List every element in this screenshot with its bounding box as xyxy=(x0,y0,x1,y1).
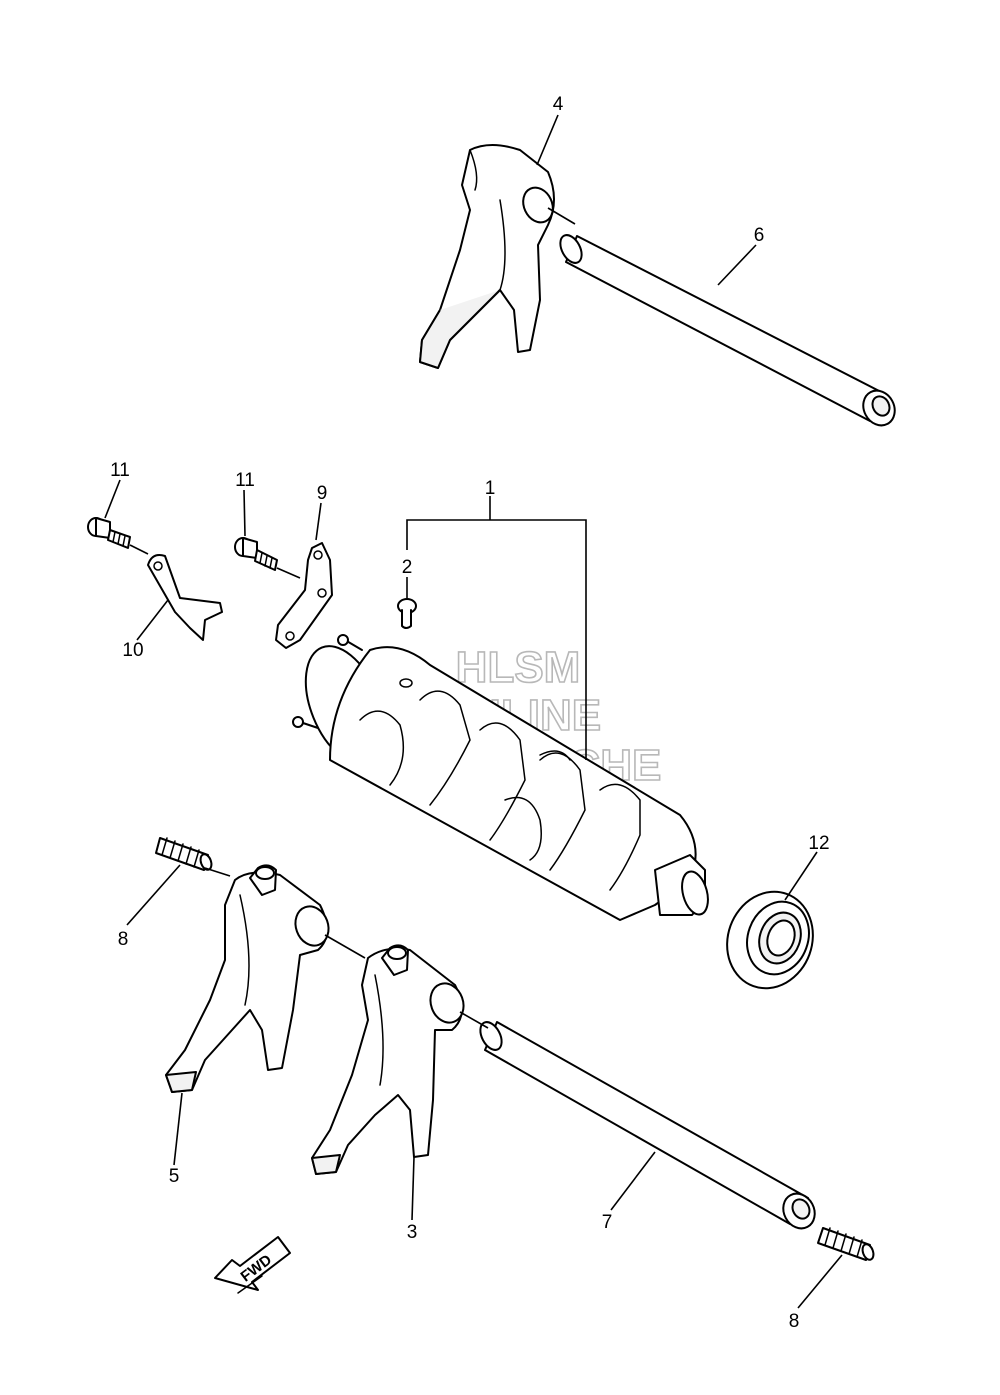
shift-fork-shaft-upper xyxy=(559,234,896,427)
callout-8-lower: 8 xyxy=(789,1311,800,1332)
dowel-pin xyxy=(397,598,417,629)
callout-6: 6 xyxy=(754,225,765,246)
callout-5: 5 xyxy=(169,1166,180,1187)
callout-7: 7 xyxy=(602,1212,613,1233)
callout-10: 10 xyxy=(122,640,143,661)
shift-fork-left xyxy=(165,864,330,1093)
watermark-line-1: HLSM xyxy=(456,643,581,692)
bolt-left xyxy=(87,517,131,549)
callout-8-upper: 8 xyxy=(118,929,129,950)
stopper-lever xyxy=(147,554,223,641)
shift-drum-assembly xyxy=(292,634,709,921)
callout-12: 12 xyxy=(808,833,829,854)
callout-1: 1 xyxy=(485,478,496,499)
callout-3: 3 xyxy=(407,1222,418,1243)
bolt-right xyxy=(234,537,278,571)
assembly-lines xyxy=(129,207,576,1029)
spring-lower xyxy=(817,1227,875,1261)
callouts: 1 2 3 4 5 6 7 8 8 9 10 11 11 12 xyxy=(110,94,829,1332)
shift-fork-right xyxy=(311,944,465,1175)
callout-4: 4 xyxy=(553,94,564,115)
leader-lines xyxy=(104,114,843,1309)
fwd-direction-badge: FWD xyxy=(214,1236,291,1294)
stopper-plate xyxy=(275,542,333,649)
bearing xyxy=(726,890,814,990)
callout-2: 2 xyxy=(402,557,413,578)
callout-9: 9 xyxy=(317,483,328,504)
shift-fork-upper xyxy=(419,144,555,369)
spring-upper xyxy=(155,837,213,871)
callout-11-left: 11 xyxy=(110,460,130,481)
shift-fork-shaft-lower xyxy=(479,1021,816,1230)
callout-11-right: 11 xyxy=(235,470,255,491)
